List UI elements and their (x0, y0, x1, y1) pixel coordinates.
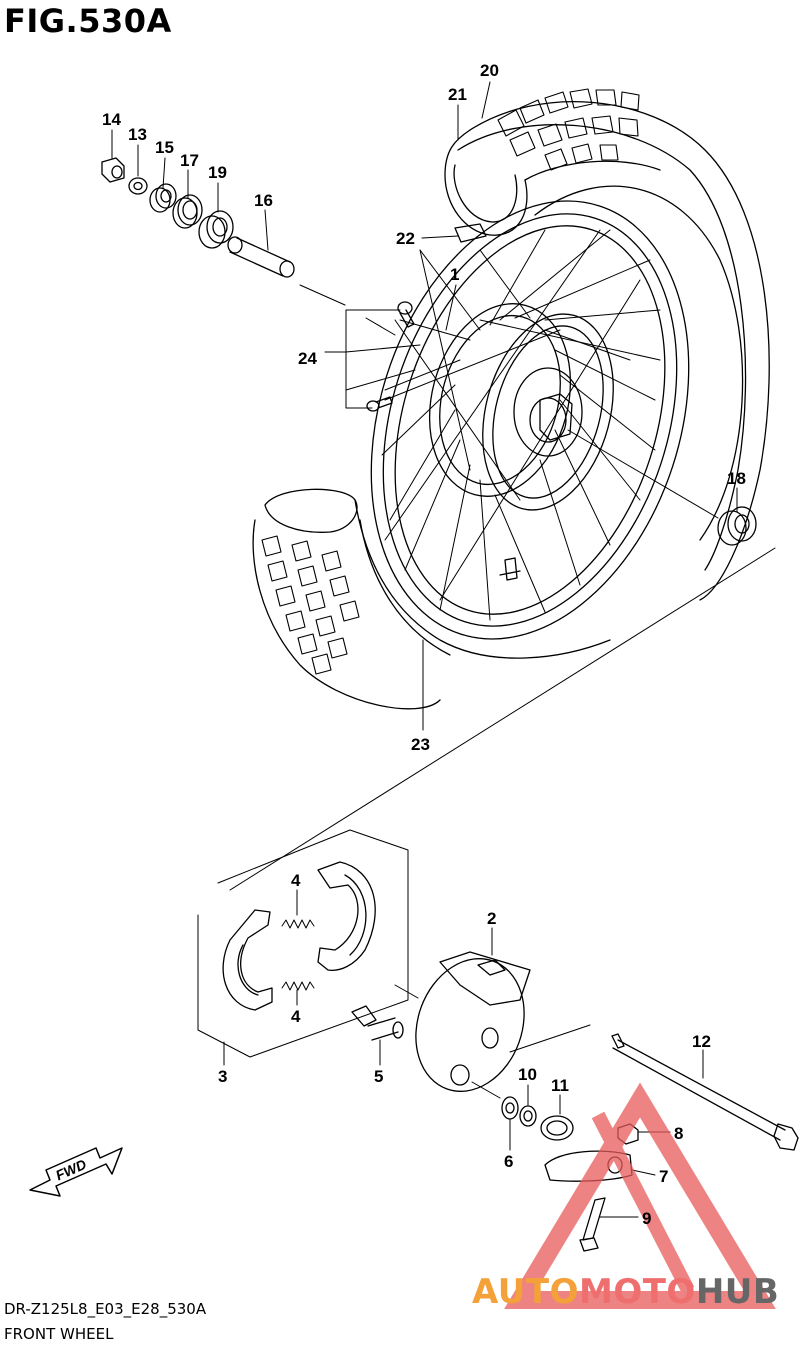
tire-cutaway (252, 488, 611, 710)
callout-19: 19 (208, 163, 227, 182)
brake-shoe-right (317, 861, 376, 971)
hub (428, 303, 614, 511)
callout-23: 23 (411, 735, 430, 754)
callout-16: 16 (254, 191, 273, 210)
spring-upper (281, 919, 315, 929)
brake-shoe-left (222, 909, 273, 1011)
nut-14 (101, 157, 125, 183)
callout-21: 21 (448, 85, 467, 104)
callout-10: 10 (518, 1065, 537, 1084)
brake-panel (415, 951, 531, 1092)
callout-9: 9 (642, 1209, 651, 1228)
bearing-18 (717, 506, 757, 546)
bolt-9 (579, 1197, 606, 1252)
front-axle (611, 1033, 799, 1151)
watermark-moto: MOTO (578, 1272, 696, 1312)
callouts: 14 13 15 17 19 16 21 20 22 1 24 18 23 2 … (102, 61, 746, 1228)
brake-shoe-box (197, 829, 409, 1058)
wheel-rim (370, 200, 690, 640)
callout-13: 13 (128, 125, 147, 144)
watermark-text: AUTOMOTOHUB (472, 1272, 779, 1312)
screw-24-upper (397, 301, 415, 328)
callout-20: 20 (480, 61, 499, 80)
tread-blocks-top (497, 88, 640, 171)
bearing-19 (198, 210, 234, 249)
spokes (381, 229, 661, 621)
callout-8: 8 (674, 1124, 683, 1143)
figure-title: FIG.530A (4, 2, 172, 40)
callout-24: 24 (298, 349, 317, 368)
spring-lower (281, 981, 315, 991)
rim-band (454, 223, 487, 243)
valve-stem (499, 557, 521, 581)
clip-11 (540, 1115, 574, 1141)
callout-17: 17 (180, 151, 199, 170)
screw-24-lower (366, 396, 393, 412)
oil-seal-17 (172, 194, 203, 229)
figure-name: FRONT WHEEL (4, 1325, 114, 1343)
washer-10 (519, 1105, 537, 1127)
tread-blocks-side (261, 535, 360, 675)
watermark-hub: HUB (695, 1272, 780, 1312)
leader-lines (111, 81, 738, 1218)
spacer-15 (149, 183, 177, 213)
watermark-logo-icon (504, 1082, 776, 1309)
callout-3: 3 (218, 1067, 227, 1086)
spacer-16 (227, 236, 295, 278)
callout-1: 1 (450, 265, 459, 284)
callout-4-lower: 4 (291, 1007, 301, 1026)
callout-6: 6 (504, 1152, 513, 1171)
callout-12: 12 (692, 1032, 711, 1051)
fwd-arrow-icon (29, 1147, 123, 1197)
callout-18: 18 (727, 469, 746, 488)
watermark-auto: AUTO (472, 1272, 579, 1312)
washer-13 (128, 177, 148, 195)
callout-5: 5 (374, 1067, 383, 1086)
callout-11: 11 (551, 1076, 569, 1095)
brake-camshaft (351, 1005, 404, 1041)
callout-15: 15 (155, 138, 174, 157)
callout-4-upper: 4 (291, 871, 301, 890)
figure-code: DR-Z125L8_E03_E28_530A (4, 1300, 207, 1318)
callout-2: 2 (487, 909, 496, 928)
callout-22: 22 (396, 229, 415, 248)
washer-6 (501, 1096, 519, 1120)
callout-7: 7 (659, 1167, 668, 1186)
callout-14: 14 (102, 110, 121, 129)
